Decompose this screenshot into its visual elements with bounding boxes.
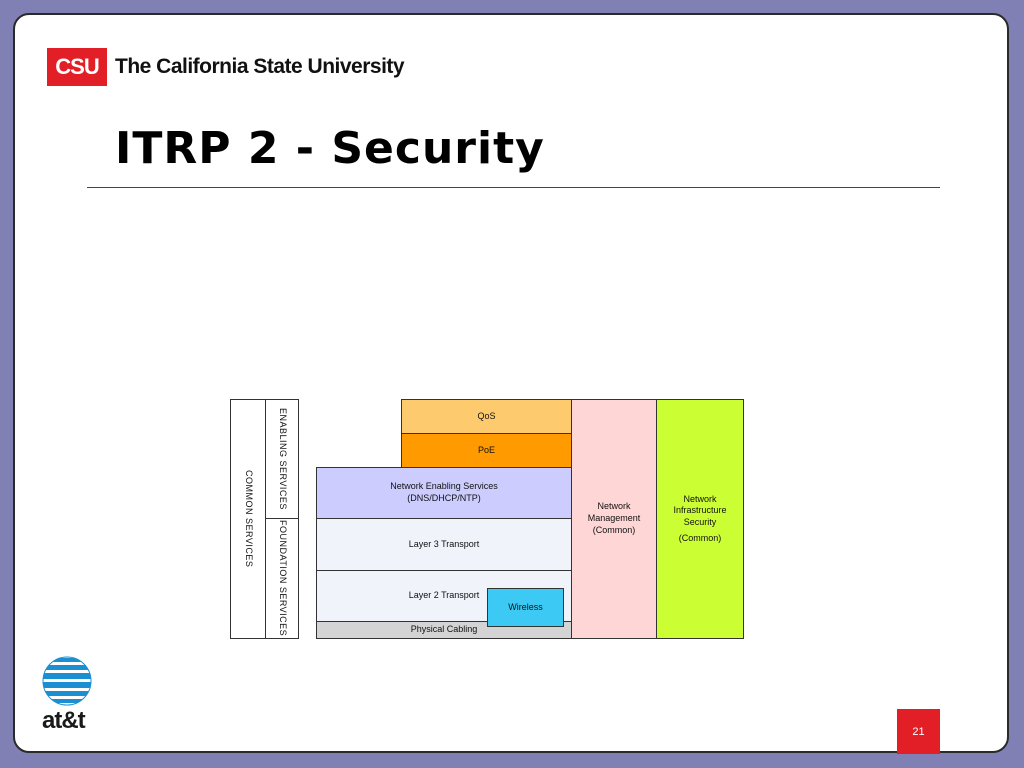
university-name: The California State University [115,55,405,78]
infrastructure-security-common-label: (Common) [678,532,722,543]
page-number: 21 [897,709,940,754]
slide-title: ITRP 2 - Security [115,123,545,174]
physical-cabling-label: Physical Cabling [410,624,478,635]
poe-block: PoE [401,433,572,468]
network-enabling-services-label: Network Enabling Services (DNS/DHCP/NTP) [390,481,498,503]
infrastructure-security-block: Network Infrastructure Security (Common) [656,399,744,639]
csu-logo-text: CSU [55,54,99,79]
foundation-services-block: FOUNDATION SERVICES [265,518,299,639]
slide: CSU The California State University ITRP… [13,13,1009,754]
layer3-transport-block: Layer 3 Transport [316,518,572,571]
layer2-transport-label: Layer 2 Transport [408,590,480,600]
common-services-label: COMMON SERVICES [243,470,254,568]
enabling-services-block: ENABLING SERVICES [265,399,299,519]
att-logo-text: at&t [42,707,86,734]
qos-label: QoS [477,410,496,421]
infrastructure-security-label: Network Infrastructure Security [673,493,727,527]
title-divider [87,187,940,188]
wireless-label: Wireless [508,601,543,612]
enabling-services-label: ENABLING SERVICES [277,408,288,510]
common-services-block: COMMON SERVICES [230,399,266,639]
layer3-transport-label: Layer 3 Transport [408,538,480,549]
page-number-label: 21 [912,725,925,738]
network-enabling-services-block: Network Enabling Services (DNS/DHCP/NTP) [316,467,572,519]
csu-logo: CSU [47,48,107,86]
att-globe-icon [42,656,92,706]
network-management-label: Network Management (Common) [587,501,641,535]
poe-label: PoE [477,444,495,455]
network-management-block: Network Management (Common) [571,399,657,639]
qos-block: QoS [401,399,572,434]
foundation-services-label: FOUNDATION SERVICES [277,520,288,637]
wireless-block: Wireless [487,588,564,627]
